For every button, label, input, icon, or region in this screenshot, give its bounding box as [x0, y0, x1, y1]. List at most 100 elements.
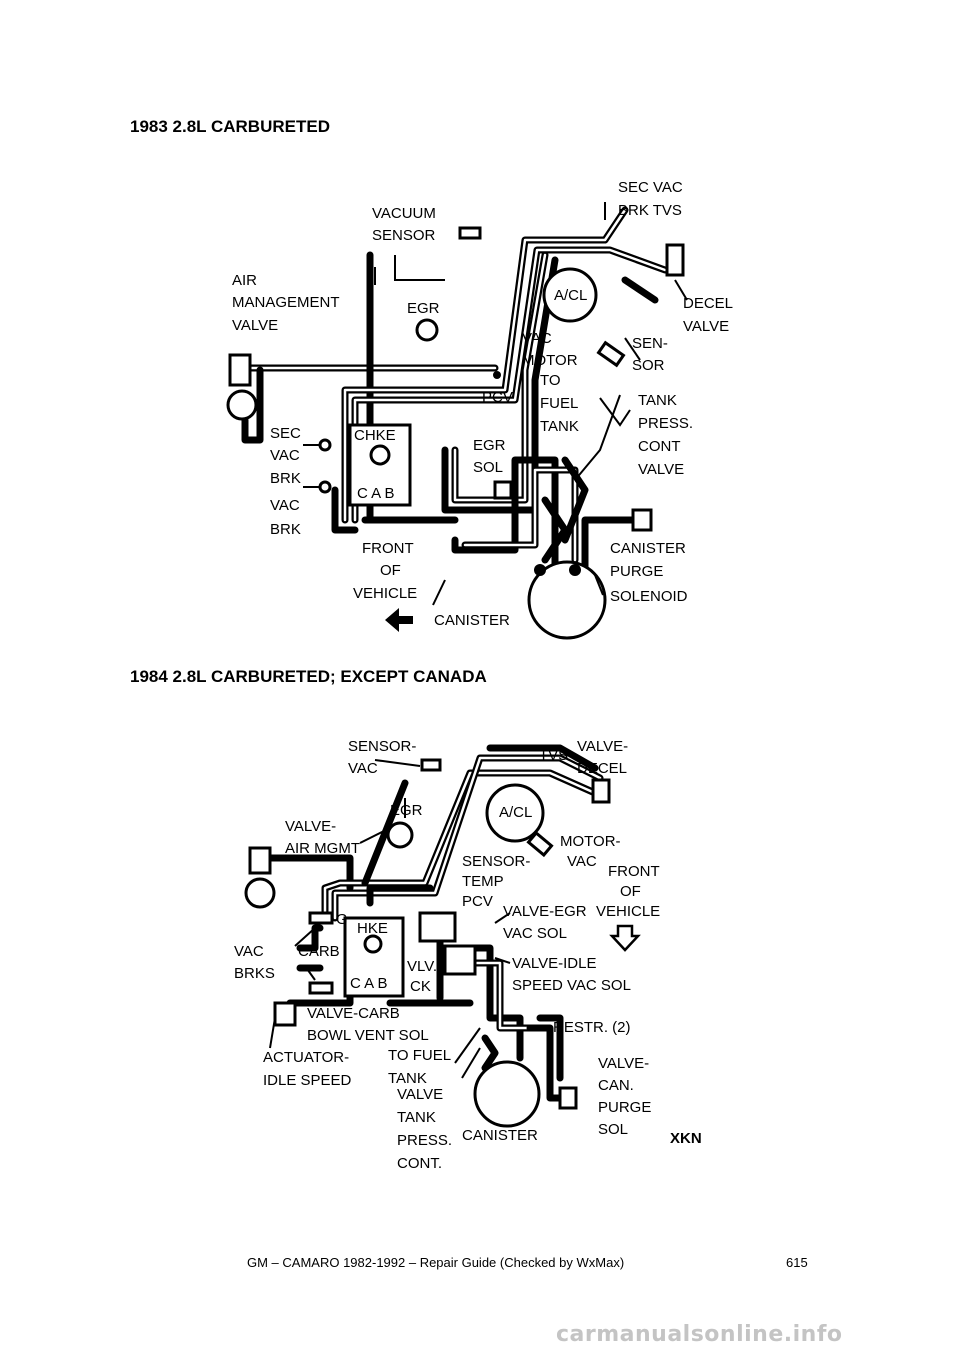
- label-valve-decel-2: DECEL: [577, 760, 627, 777]
- label-chke: CHKE: [354, 427, 396, 444]
- label-egr: EGR: [390, 802, 423, 819]
- label-valve-can-2: CAN.: [598, 1077, 634, 1094]
- label-management: MANAGEMENT: [232, 294, 340, 311]
- label-valve: VALVE: [232, 317, 278, 334]
- canister-purge-sol: [558, 1086, 578, 1110]
- label-restr: RESTR. (2): [553, 1019, 631, 1036]
- egr-vac-sol: [418, 911, 457, 943]
- vacuum-sensor: [458, 226, 482, 240]
- label-valve-can-3: PURGE: [598, 1099, 651, 1116]
- front-arrow-icon: [385, 608, 413, 632]
- label-to-fuel-2: TANK: [388, 1070, 427, 1087]
- canister-port-2: [569, 564, 581, 576]
- label-tank-valve: VALVE: [638, 461, 684, 478]
- sec-vac-brk-port: [318, 438, 332, 452]
- label-actuator-2: IDLE SPEED: [263, 1072, 352, 1089]
- label-code: XKN: [670, 1130, 702, 1147]
- label-sensor-vac-2: VAC: [348, 760, 378, 777]
- label-valve-decel-1: VALVE-: [577, 738, 628, 755]
- label-press: PRESS.: [638, 415, 693, 432]
- label-tank: TANK: [540, 418, 579, 435]
- label-cont: CONT: [638, 438, 681, 455]
- air-management-valve-body: [226, 389, 258, 421]
- label-sensor: SENSOR: [372, 227, 436, 244]
- temp-sensor: [596, 340, 626, 368]
- label-motor-vac-2: VAC: [567, 853, 597, 870]
- carburetor-block: [343, 916, 405, 998]
- choke-port-icon: [363, 934, 383, 954]
- label-ck: CK: [410, 978, 431, 995]
- label-valve-carb-1: VALVE-CARB: [307, 1005, 400, 1022]
- air-management-valve: [228, 353, 252, 387]
- label-g: G: [336, 911, 348, 928]
- label-pcv: PCV: [482, 389, 513, 406]
- label-cab: C A B: [357, 485, 395, 502]
- decel-valve: [665, 243, 685, 277]
- label-sec-vac: SEC VAC: [618, 179, 683, 196]
- label-egr-sol-1: EGR: [473, 437, 506, 454]
- pcv-port: [493, 371, 501, 379]
- vac-brk-1: [308, 911, 334, 925]
- hose-bundle-main: [231, 206, 669, 574]
- vacuum-diagram-1983-svg: VACUUM SENSOR SEC VAC BRK TVS AIR MANAGE…: [226, 179, 733, 640]
- choke-port-icon: [369, 444, 391, 466]
- label-cab: C A B: [350, 975, 388, 992]
- idle-speed-vac-sol: [443, 944, 477, 976]
- label-sensor-temp-1: SENSOR-: [462, 853, 530, 870]
- label-tvs: TVS: [539, 747, 568, 764]
- label-pcv: PCV: [462, 893, 493, 910]
- label-valve-tank-1: VALVE: [397, 1086, 443, 1103]
- canister-purge-solenoid: [631, 508, 653, 532]
- label-vehicle: VEHICLE: [353, 585, 417, 602]
- temp-sensor: [526, 830, 554, 858]
- label-vac-brks-1: VAC: [234, 943, 264, 960]
- label-valve-can-4: SOL: [598, 1121, 628, 1138]
- label-of: OF: [620, 883, 641, 900]
- label-valve-tank-2: TANK: [397, 1109, 436, 1126]
- label-of: OF: [380, 562, 401, 579]
- label-valve-tank-3: PRESS.: [397, 1132, 452, 1149]
- label-brk-2: BRK: [270, 521, 301, 538]
- hose-bundle-main-1984: [256, 744, 604, 1102]
- egr-valve: [415, 318, 439, 342]
- air-cleaner-motor: [485, 783, 545, 843]
- label-valve-can-1: VALVE-: [598, 1055, 649, 1072]
- label-canister: CANISTER: [462, 1127, 538, 1144]
- label-fuel: FUEL: [540, 395, 578, 412]
- label-sec-vac-2: VAC: [270, 447, 300, 464]
- label-decel-valve: VALVE: [683, 318, 729, 335]
- label-motor-vac-1: MOTOR-: [560, 833, 621, 850]
- label-canister: CANISTER: [434, 612, 510, 629]
- canister: [527, 560, 607, 640]
- label-tank-press: TANK: [638, 392, 677, 409]
- label-brk-tvs: BRK TVS: [618, 202, 682, 219]
- label-valve-carb-2: BOWL VENT SOL: [307, 1027, 429, 1044]
- vacuum-diagram-1984: SENSOR- VAC TVS VALVE- DECEL EGR VALVE- …: [230, 718, 740, 1180]
- vacuum-diagram-1983: VACUUM SENSOR SEC VAC BRK TVS AIR MANAGE…: [205, 160, 745, 640]
- label-egr: EGR: [407, 300, 440, 317]
- vacuum-diagram-1984-svg: SENSOR- VAC TVS VALVE- DECEL EGR VALVE- …: [234, 738, 702, 1172]
- page-number: 615: [786, 1255, 808, 1270]
- label-valve-air-1: VALVE-: [285, 818, 336, 835]
- label-valve-tank-4: CONT.: [397, 1155, 442, 1172]
- label-sec: SEC: [270, 425, 301, 442]
- vac-brk-2: [308, 981, 334, 995]
- canister: [473, 1060, 541, 1128]
- egr-solenoid: [493, 480, 513, 500]
- label-valve-idle-2: SPEED VAC SOL: [512, 977, 631, 994]
- label-carb: CARB: [298, 943, 340, 960]
- canister-port-1: [534, 564, 546, 576]
- label-valve-egr-1: VALVE-EGR: [503, 903, 587, 920]
- label-vacuum: VACUUM: [372, 205, 436, 222]
- label-decel: DECEL: [683, 295, 733, 312]
- label-sensor-vac-1: SENSOR-: [348, 738, 416, 755]
- label-vac-brks-2: BRKS: [234, 965, 275, 982]
- air-mgmt-valve-body: [244, 877, 276, 909]
- label-vac: VAC: [522, 330, 552, 347]
- vac-sensor: [420, 758, 442, 772]
- watermark: carmanualsonline.info: [556, 1322, 843, 1347]
- diagram-2-title: 1984 2.8L CARBURETED; EXCEPT CANADA: [130, 667, 487, 686]
- label-sor: SOR: [632, 357, 665, 374]
- label-sensor-temp-2: TEMP: [462, 873, 504, 890]
- carburetor-block: [348, 423, 412, 507]
